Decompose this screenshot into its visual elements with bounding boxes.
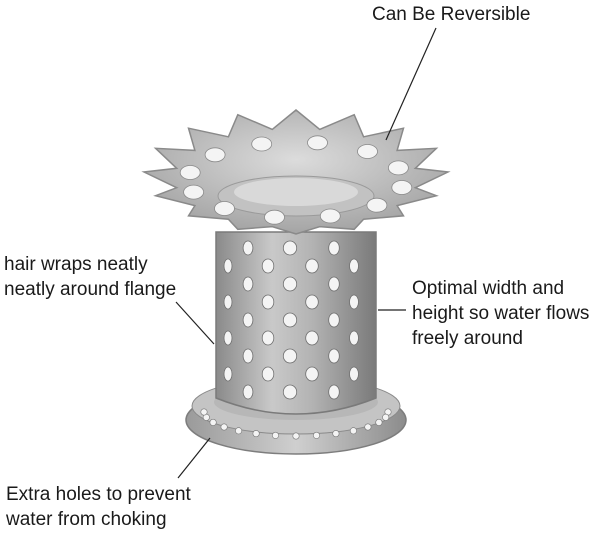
tube-hole [242,240,254,256]
base-hole [252,430,260,438]
base-hole [209,418,217,426]
tube-hole [328,348,340,364]
tube-hole [242,312,254,328]
tube-hole [328,240,340,256]
tube-hole [242,276,254,292]
flange-hole [251,136,273,152]
tube-holes [223,240,359,400]
callout-line: water from choking [6,509,167,530]
callout-line: Optimal width and [412,278,565,299]
tube-hole [223,366,233,382]
flange-hole [387,160,409,176]
tube-hole [349,258,359,274]
flange-hole [307,135,328,151]
flange-holes [179,135,413,225]
base-hole [220,423,228,431]
tube-hole [305,330,319,346]
tube-hole [328,276,340,292]
tube-hole [282,384,298,400]
flange-hole [183,184,205,200]
base-hole [375,418,383,426]
base-hole [332,430,340,438]
callout-line: Can Be Reversible [372,4,531,25]
flange-hole [264,209,285,225]
base-hole [349,427,357,435]
tube-hole [349,366,359,382]
callout-line: height so water flows [412,303,590,324]
flange-hole [214,201,235,216]
tube-hole [242,384,254,400]
callout-can-be-reversible: Can Be Reversible [372,2,530,27]
tube-hole [223,258,233,274]
callout-optimal-width: Optimal width and height so water flows … [412,276,589,351]
tube-hole [261,366,275,382]
leader-line-top [385,27,437,141]
flower-flange [141,109,451,235]
base-ring-holes [200,408,392,440]
tube-hole [282,240,298,256]
base-hole [292,432,300,440]
tube-hole [282,348,298,364]
flange-hole [319,208,341,224]
callout-extra-holes: Extra holes to prevent water from chokin… [6,482,191,532]
base-hole [382,413,390,421]
perforated-tube [215,231,377,415]
tube-hole [328,312,340,328]
tube-hole [282,312,298,328]
flange-hole [204,147,226,163]
tube-hole [305,294,319,310]
base-hole [235,427,243,435]
leader-line-left [175,301,215,345]
base-hole [271,431,279,439]
tube-hole [328,384,340,400]
base-hole [312,431,320,439]
callout-line: freely around [412,328,523,349]
tube-hole [223,294,233,310]
tube-hole [261,330,275,346]
flange-hole [391,180,413,195]
tube-hole [242,348,254,364]
tube-hole [349,330,359,346]
tube-hole [261,258,275,274]
base-hole [364,423,372,431]
leader-line-bottom [177,437,211,479]
callout-line: hair wraps neatly [4,254,148,275]
flange-hole [366,197,388,213]
callout-line: neatly around flange [4,279,177,300]
callout-hair-wraps: hair wraps neatly neatly around flange [4,252,176,302]
tube-hole [305,258,319,274]
flange-hole [357,144,378,159]
base-hole [200,408,208,416]
tube-hole [261,294,275,310]
tube-hole [282,276,298,292]
tube-hole [349,294,359,310]
tube-hole [305,366,319,382]
flange-hole [179,165,201,180]
tube-hole [223,330,233,346]
callout-line: Extra holes to prevent [6,484,191,505]
